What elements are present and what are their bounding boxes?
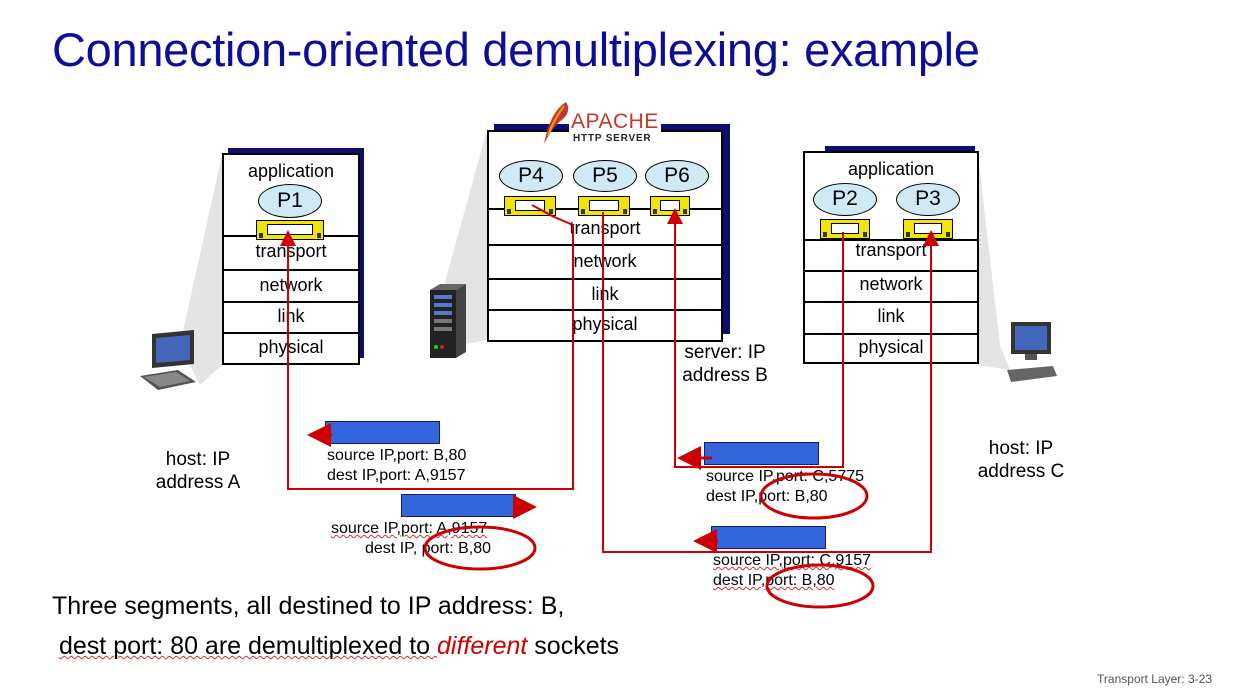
segment-2-text: source IP,port: A,9157 dest IP, port: B,… bbox=[331, 520, 492, 557]
process-p1: P1 bbox=[258, 184, 322, 218]
highlight-ellipse-4 bbox=[765, 563, 875, 609]
caption-line-2: dest port: 80 are demultiplexed to diffe… bbox=[59, 632, 620, 660]
host-a-layer-network: network bbox=[259, 275, 323, 295]
host-a-layer-link: link bbox=[277, 306, 305, 326]
highlight-ellipse-2 bbox=[423, 525, 537, 571]
process-p3: P3 bbox=[896, 183, 960, 216]
path-p5-to-p3 bbox=[602, 212, 939, 553]
page-title: Connection-oriented demultiplexing: exam… bbox=[52, 23, 980, 76]
path-p2-to-p6 bbox=[667, 208, 844, 468]
host-c-layer-link: link bbox=[877, 306, 905, 326]
slide-footer: Transport Layer: 3-23 bbox=[1097, 672, 1212, 686]
apache-logo-text: APACHE bbox=[569, 110, 661, 134]
segment-box-3 bbox=[704, 442, 819, 465]
host-c-computer-icon bbox=[1007, 322, 1057, 382]
process-p6: P6 bbox=[645, 160, 709, 192]
socket-p2-icon bbox=[820, 219, 870, 239]
path-p4-to-p1 bbox=[280, 204, 574, 490]
host-c-layer-network: network bbox=[859, 274, 923, 294]
caption-line-1: Three segments, all destined to IP addre… bbox=[52, 592, 565, 620]
host-a-layer-application: application bbox=[247, 161, 335, 181]
process-p5: P5 bbox=[573, 160, 637, 192]
host-a-layer-physical: physical bbox=[258, 337, 324, 357]
apache-feather-icon bbox=[544, 102, 569, 144]
server-layer-link: link bbox=[591, 284, 619, 304]
host-c-layer-application: application bbox=[847, 159, 935, 179]
host-a-computer-icon bbox=[140, 330, 196, 390]
server-layer-transport: transport bbox=[569, 218, 641, 238]
highlight-ellipse-3 bbox=[759, 472, 869, 520]
server-layer-physical: physical bbox=[572, 314, 638, 334]
host-c-layer-physical: physical bbox=[858, 337, 924, 357]
host-a-layer-transport: transport bbox=[255, 241, 327, 261]
server-tower-icon bbox=[430, 284, 466, 358]
process-p4: P4 bbox=[499, 160, 563, 192]
host-c-layer-transport: transport bbox=[855, 240, 927, 260]
server-layer-network: network bbox=[573, 251, 637, 271]
apache-logo-subtext: HTTP SERVER bbox=[571, 133, 654, 144]
process-p2: P2 bbox=[813, 183, 877, 216]
socket-p3-icon bbox=[903, 219, 953, 239]
